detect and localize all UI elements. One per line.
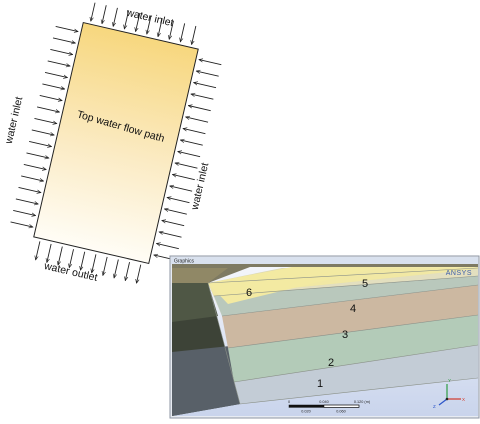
flow-arrow (180, 23, 186, 42)
flow-arrow (167, 197, 190, 204)
bottom-outlet-arrows (36, 241, 142, 284)
flow-arrow (58, 246, 63, 266)
flow-arrow (102, 5, 107, 24)
flow-arrow (52, 37, 75, 43)
flow-arrow (159, 232, 182, 238)
flow-arrow (47, 243, 52, 263)
flow-arrow (91, 2, 96, 22)
scale-tick-end: 0.120 (m) (354, 400, 371, 404)
axis-x-label: X (462, 397, 465, 402)
layer-label-4: 4 (350, 303, 356, 315)
flow-arrow (164, 209, 187, 215)
layer-1 (234, 345, 478, 404)
flow-arrow (113, 7, 118, 27)
flow-arrow (191, 94, 214, 100)
flow-arrow (192, 25, 197, 45)
flow-arrow (170, 186, 193, 192)
flow-arrow (147, 15, 152, 35)
flow-arrow (39, 94, 62, 100)
scale-bar: 0 0.040 0.120 (m) 0.020 0.060 (288, 400, 371, 414)
window-title-bar (171, 257, 478, 264)
flow-arrow (29, 140, 51, 146)
scale-tick-mid: 0.040 (319, 400, 329, 404)
left-inlet-label: water inlet (3, 96, 26, 146)
flow-arrow (103, 256, 108, 276)
flow-arrow (180, 140, 203, 146)
flow-arrow (34, 117, 56, 123)
flow-arrow (26, 152, 48, 158)
layer-label-1: 1 (317, 378, 323, 390)
top-inlet-arrows (91, 2, 197, 45)
flow-arrow (183, 128, 206, 135)
flow-arrow (47, 60, 70, 66)
flow-arrow (42, 83, 64, 89)
side-face-lower (172, 346, 240, 416)
flow-arrow (114, 259, 119, 279)
layer-label-2: 2 (328, 357, 334, 369)
flow-path-rectangle (33, 21, 199, 265)
flow-arrow (136, 12, 141, 32)
flow-arrow (172, 174, 195, 181)
scale-subtick-2: 0.060 (336, 410, 346, 414)
layer-3 (222, 285, 478, 348)
top-inlet-label: water inlet (124, 7, 174, 30)
flow-arrow (55, 26, 78, 31)
layer-label-5: 5 (362, 278, 368, 290)
flow-arrow (23, 163, 46, 169)
layer-4 (214, 276, 478, 316)
flow-arrow (13, 209, 35, 215)
flow-arrow (125, 262, 130, 281)
flow-arrow (178, 151, 201, 158)
ansys-graphics-window: Graphics (169, 255, 480, 419)
left-inlet-arrows (10, 26, 79, 227)
back-strip-tan (172, 268, 228, 283)
flow-arrow (124, 10, 130, 29)
flow-arrow (80, 251, 86, 271)
flow-arrow (36, 241, 41, 260)
layer-label-3: 3 (342, 329, 348, 341)
scale-subtick-1: 0.020 (301, 410, 311, 414)
flow-arrow (162, 220, 185, 227)
axis-triad: Y X Z (433, 378, 465, 409)
flow-arrow (10, 221, 33, 227)
ansys-logo: ANSYS (446, 270, 472, 277)
flow-arrow (136, 264, 142, 284)
flow-arrow (44, 71, 67, 77)
flow-arrow (194, 83, 217, 89)
flow-arrow (199, 60, 222, 66)
side-face-shade (172, 283, 218, 322)
flow-arrow (36, 106, 59, 112)
flow-arrow (196, 71, 219, 77)
flow-arrow (156, 243, 179, 250)
flow-arrow (31, 129, 54, 135)
flow-arrow (69, 249, 74, 268)
flow-arrow (186, 117, 209, 123)
layer-label-6: 6 (246, 287, 252, 299)
flow-arrow (175, 163, 198, 169)
flow-arrow (92, 254, 97, 273)
scale-tick-0: 0 (288, 400, 290, 404)
axis-z-label: Z (433, 404, 436, 409)
layer-6-body (208, 267, 478, 296)
right-inlet-label: water inlet (189, 162, 212, 212)
flow-path-diagram: Top water flow path water inlet water in… (3, 2, 222, 291)
flow-arrow (18, 186, 41, 192)
flow-arrow (158, 18, 163, 37)
axis-y-label: Y (448, 378, 451, 383)
flow-arrow (169, 20, 174, 40)
flow-arrow (50, 48, 72, 54)
flow-arrow (15, 198, 38, 204)
flow-arrow (188, 106, 211, 112)
flow-arrow (21, 175, 43, 181)
window-title: Graphics (174, 259, 195, 265)
layer-2 (228, 315, 478, 382)
right-inlet-arrows (154, 60, 222, 261)
